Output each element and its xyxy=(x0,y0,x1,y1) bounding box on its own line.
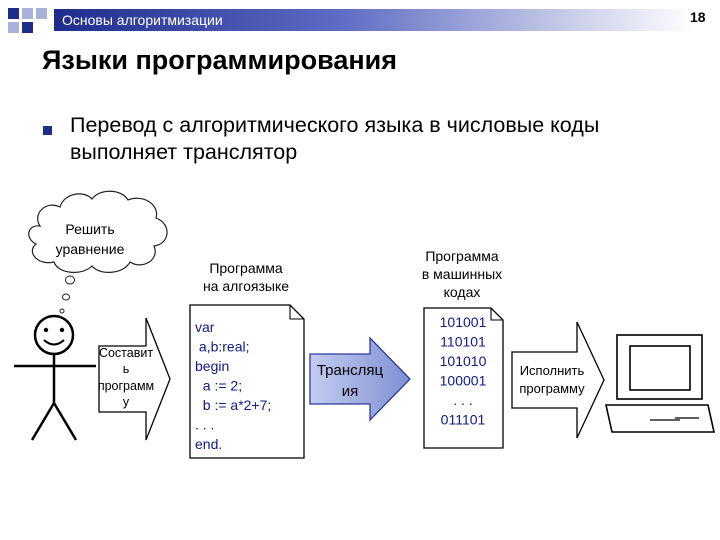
algo-program-document xyxy=(189,304,305,459)
thought-text-line-1: Решить xyxy=(65,221,114,237)
code-line: . . . xyxy=(195,417,214,433)
page-title: Языки программирования xyxy=(42,45,397,75)
deco-square xyxy=(22,8,33,19)
section-title: Основы алгоритмизации xyxy=(62,12,223,28)
computer-icon xyxy=(605,334,715,433)
document-fold xyxy=(490,308,503,321)
execute-arrow-line-1: Исполнить xyxy=(520,363,585,378)
code-line: begin xyxy=(195,358,229,374)
thought-bubble-dot xyxy=(65,275,75,285)
code-line: 101010 xyxy=(440,353,487,369)
translation-arrow-line-2: ия xyxy=(342,383,359,400)
machine-program-caption: Программа в машинных кодах xyxy=(402,247,522,301)
page-number: 18 xyxy=(690,9,706,25)
compose-arrow-line-2: ь xyxy=(123,362,130,376)
machine-caption-line-1: Программа xyxy=(425,248,499,264)
code-line: 100001 xyxy=(440,373,487,389)
thought-cloud xyxy=(28,190,168,314)
code-line: . . . xyxy=(453,392,472,408)
code-line: 011101 xyxy=(441,412,486,428)
algo-caption-line-2: на алгоязыке xyxy=(202,278,290,294)
thought-bubble-dot xyxy=(62,293,70,301)
code-line: a,b:real; xyxy=(195,339,249,355)
person-icon xyxy=(14,314,96,441)
algo-caption-line-1: Программа xyxy=(209,260,283,276)
machine-caption-line-2: в машинных xyxy=(421,266,503,282)
document-fold xyxy=(289,305,304,320)
translation-arrow-line-1: Трансляц xyxy=(317,362,384,379)
compose-arrow-line-3: программ xyxy=(98,379,154,393)
compose-arrow-line-4: у xyxy=(123,395,130,409)
header-bar xyxy=(54,9,694,31)
compose-arrow xyxy=(98,317,171,441)
code-line: var xyxy=(195,319,215,335)
code-line: b := a*2+7; xyxy=(195,397,271,413)
execute-arrow xyxy=(511,321,605,439)
machine-program-document xyxy=(423,307,504,449)
algo-code: var a,b:real; begin a := 2; b := a*2+7; . … xyxy=(195,319,271,452)
execute-arrow-line-2: программу xyxy=(519,381,585,396)
machine-code: 101001 110101 101010 100001 . . . 011101 xyxy=(440,314,487,428)
deco-square xyxy=(22,22,33,33)
deco-square xyxy=(8,8,19,19)
thought-bubble-dot xyxy=(59,308,65,314)
compose-arrow-line-1: Составит xyxy=(99,346,153,360)
bullet-icon xyxy=(43,126,52,135)
code-line: a := 2; xyxy=(195,378,242,394)
code-line: end. xyxy=(195,436,222,452)
deco-square xyxy=(8,22,19,33)
thought-text-line-2: уравнение xyxy=(56,241,125,257)
deco-square xyxy=(36,8,47,19)
machine-caption-line-3: кодах xyxy=(443,284,481,300)
translation-arrow xyxy=(309,336,411,422)
bullet-text: Перевод с алгоритмического языка в число… xyxy=(70,113,600,164)
algo-program-caption: Программа на алгоязыке xyxy=(186,259,306,295)
code-line: 110101 xyxy=(440,334,486,350)
code-line: 101001 xyxy=(440,314,487,330)
